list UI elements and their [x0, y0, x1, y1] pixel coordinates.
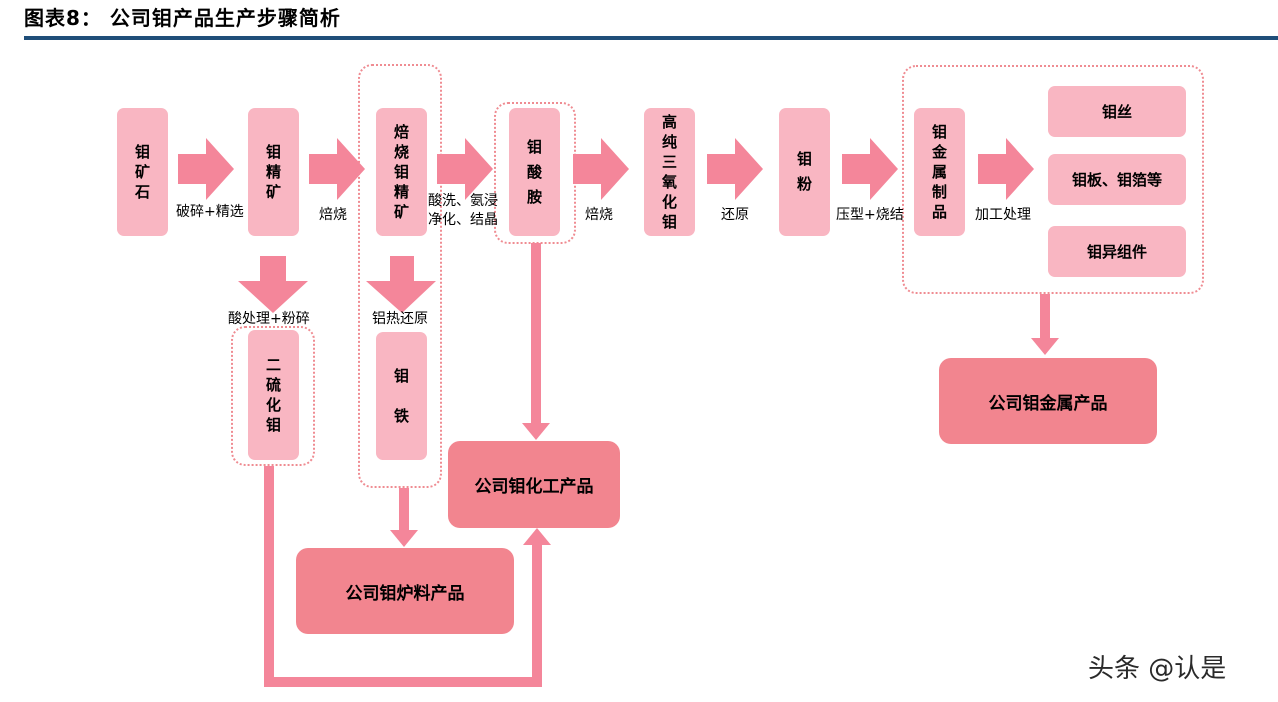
watermark: 头条 @认是 — [1088, 654, 1227, 684]
arrow-metal-to-items — [978, 138, 1034, 200]
label-purify-crystallize: 净化、结晶 — [428, 212, 498, 228]
label-machining: 加工处理 — [975, 207, 1031, 223]
connector-ammonium-to-chemical — [531, 243, 541, 426]
connector-disulfide-down — [264, 466, 274, 687]
roasting-group-frame — [358, 64, 442, 488]
node-molybdenum-shaped-parts: 钼异组件 — [1048, 226, 1186, 277]
node-molybdenum-concentrate: 钼精矿 — [248, 108, 299, 236]
arrow-head-up-to-chemical — [523, 528, 551, 545]
metal-group-frame — [902, 65, 1204, 294]
arrow-powder-to-metal — [842, 138, 898, 200]
label-roast-1: 焙烧 — [319, 207, 347, 223]
arrow-head-to-chemical — [522, 423, 550, 440]
arrow-head-to-furnace — [390, 530, 418, 547]
label-press-sinter: 压型+烧结 — [836, 207, 904, 223]
label-acid-crush: 酸处理+粉碎 — [228, 311, 310, 327]
node-roasted-concentrate: 焙烧钼精矿 — [376, 108, 427, 236]
node-ammonium-molybdate: 钼酸胺 — [509, 108, 560, 236]
arrow-roasted-to-ammonium — [437, 138, 493, 200]
connector-bottom-horizontal — [264, 677, 542, 687]
label-crush-select: 破碎+精选 — [176, 204, 244, 220]
arrow-roasted-down — [366, 256, 436, 313]
label-wash-leach: 酸洗、氨浸 — [428, 193, 498, 209]
arrow-ammonium-to-trioxide — [573, 138, 629, 200]
arrow-concentrate-down — [238, 256, 308, 313]
node-high-purity-trioxide: 高纯三氧化钼 — [644, 108, 695, 236]
arrow-ore-to-concentrate — [178, 138, 234, 200]
node-molybdenum-disulfide: 二硫化钼 — [248, 330, 299, 460]
label-reduce: 还原 — [721, 207, 749, 223]
arrow-trioxide-to-powder — [707, 138, 763, 200]
label-roast-2: 焙烧 — [585, 207, 613, 223]
node-molybdenum-plate-foil: 钼板、钼箔等 — [1048, 154, 1186, 205]
node-metal-products-process: 钼金属制品 — [914, 108, 965, 236]
figure-title: 图表8： 公司钼产品生产步骤简析 — [24, 6, 341, 30]
label-aluminothermic-reduction: 铝热还原 — [372, 311, 428, 327]
connector-metal-down — [1040, 294, 1050, 340]
node-molybdenum-ore: 钼矿石 — [117, 108, 168, 236]
node-molybdenum-wire: 钼丝 — [1048, 86, 1186, 137]
connector-up-to-chemical — [532, 543, 542, 687]
product-chemical: 公司钼化工产品 — [448, 441, 620, 528]
connector-roasted-to-furnace — [399, 488, 409, 532]
product-metal: 公司钼金属产品 — [939, 358, 1157, 444]
disulfide-group-frame — [231, 326, 315, 466]
node-ferromolybdenum: 钼铁 — [376, 332, 427, 460]
arrow-concentrate-to-roasted — [309, 138, 365, 200]
product-furnace-charge: 公司钼炉料产品 — [296, 548, 514, 634]
title-rule — [24, 36, 1278, 40]
arrow-head-to-metal-products — [1031, 338, 1059, 355]
node-molybdenum-powder: 钼粉 — [779, 108, 830, 236]
